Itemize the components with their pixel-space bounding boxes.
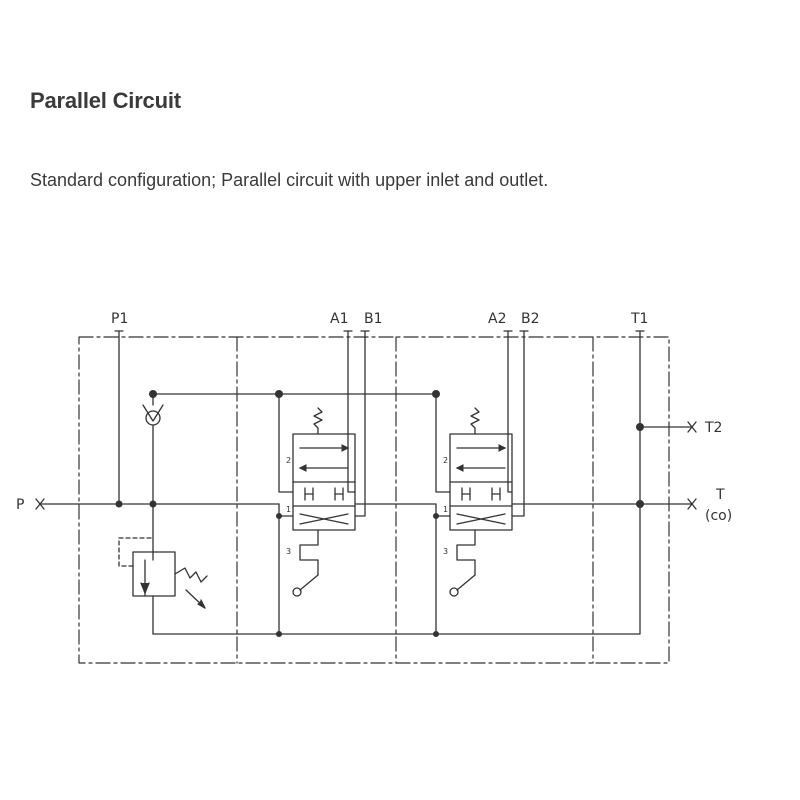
- valve-block-outline: [78, 336, 670, 664]
- directional-valve-2: [449, 407, 513, 597]
- position-label: 2: [443, 456, 448, 465]
- supply-line-p: [35, 498, 154, 510]
- position-label: 3: [286, 547, 291, 556]
- relief-valve: [118, 537, 208, 635]
- port-b2-line: [511, 330, 529, 517]
- port-label-b1: B1: [364, 311, 383, 327]
- position-label: 1: [286, 505, 291, 514]
- port-label-a1: A1: [330, 311, 348, 327]
- port-label-p1: P1: [111, 311, 128, 327]
- port-t2-line: [639, 421, 697, 433]
- port-t-line: [514, 498, 697, 510]
- port-label-t2: T2: [704, 420, 722, 436]
- port-b1-line: [354, 330, 370, 517]
- junction-dots: [115, 390, 644, 637]
- return-line: [152, 336, 641, 635]
- port-label-t-note: (co): [705, 508, 732, 524]
- port-label-t1: T1: [630, 311, 648, 327]
- position-label: 1: [443, 505, 448, 514]
- port-label-t: T: [715, 487, 725, 503]
- position-label: 3: [443, 547, 448, 556]
- port-label-b2: B2: [521, 311, 540, 327]
- port-a1-line: [343, 330, 356, 493]
- position-label: 2: [286, 456, 291, 465]
- directional-valve-1: [292, 407, 356, 597]
- page-title: Parallel Circuit: [30, 88, 181, 113]
- port-a2-line: [503, 330, 513, 493]
- port-label-p: P: [16, 497, 24, 513]
- check-valve: [142, 393, 164, 553]
- page-subtitle: Standard configuration; Parallel circuit…: [30, 170, 549, 190]
- port-label-a2: A2: [488, 311, 506, 327]
